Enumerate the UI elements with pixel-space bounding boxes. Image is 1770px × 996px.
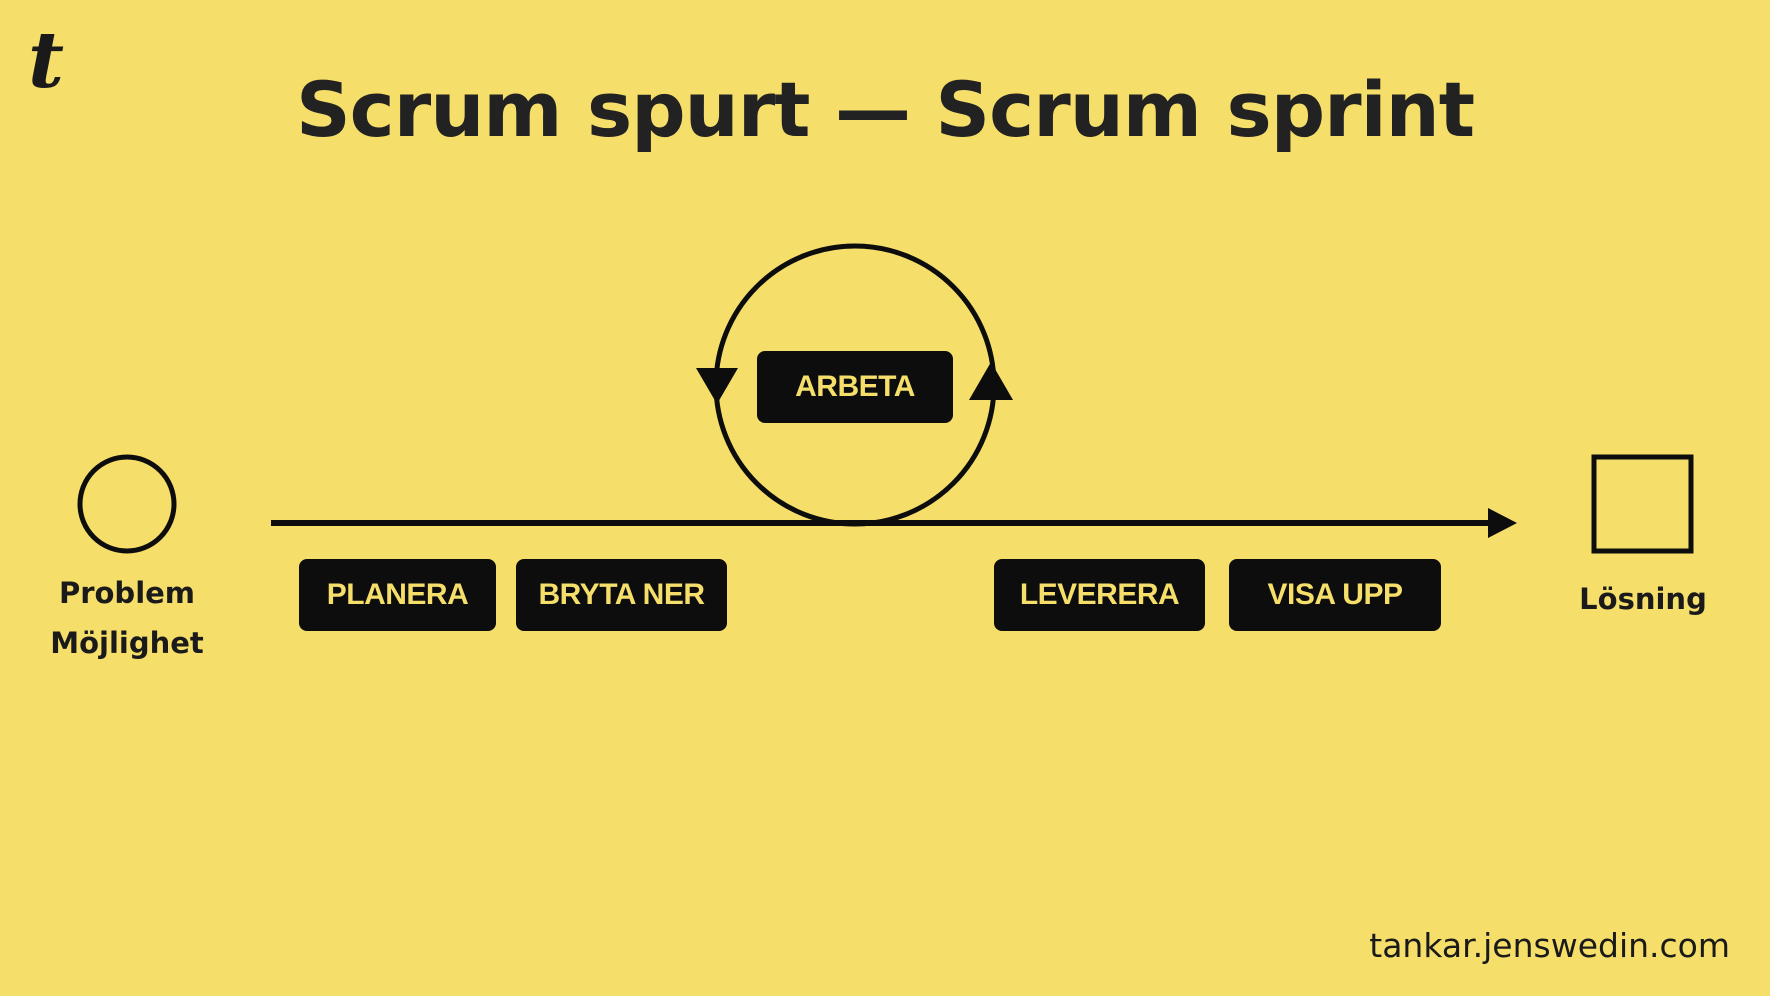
step-bryta-ner: BRYTA NER [516,559,727,631]
start-circle [77,454,177,554]
timeline-arrowhead [1488,508,1517,538]
step-planera: PLANERA [299,559,496,631]
step-arbeta: ARBETA [757,351,953,423]
loop-arrow-up [969,362,1013,400]
start-node-label: Problem Möjlighet [27,568,227,668]
loop-arrow-down [696,368,738,404]
page-title: Scrum spurt — Scrum sprint [295,65,1475,154]
start-label-problem: Problem [58,576,196,610]
start-label-mojlighet: Möjlighet [50,626,204,660]
logo: t [28,15,65,106]
step-visa-upp: VISA UPP [1229,559,1441,631]
footer-url: tankar.jenswedin.com [1369,926,1730,965]
step-leverera: LEVERERA [994,559,1205,631]
end-square [1591,454,1694,554]
end-node-label: Lösning [1579,582,1707,616]
